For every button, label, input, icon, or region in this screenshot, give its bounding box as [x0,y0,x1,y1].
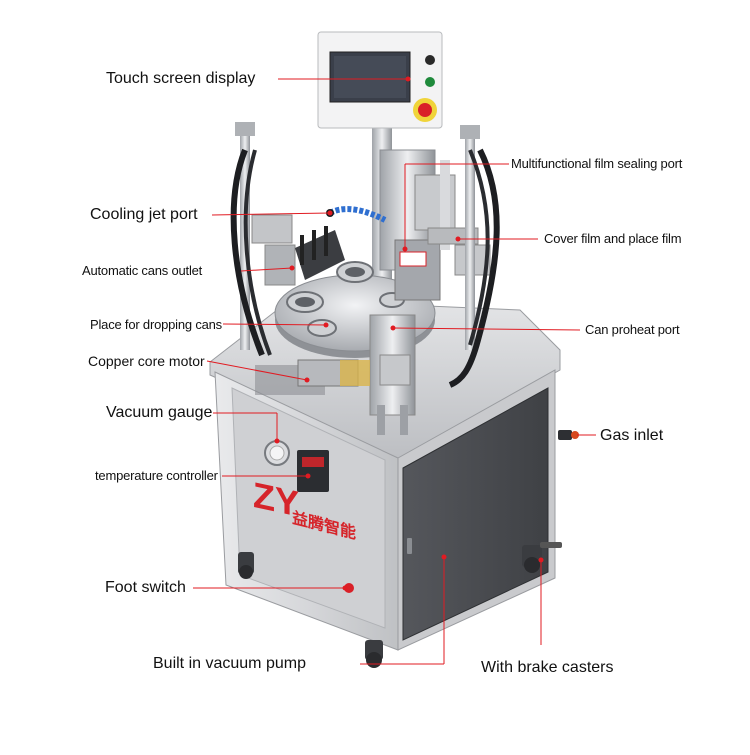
right-post [448,125,500,388]
cans-outlet-chute [295,226,345,280]
label-cooling-jet-port: Cooling jet port [90,206,198,223]
callout-line-can-preheat [392,327,581,331]
label-gas-inlet: Gas inlet [600,427,664,444]
label-vacuum-gauge: Vacuum gauge [106,404,213,421]
label-multifunctional-film-sealing-port: Multifunctional film sealing port [511,156,683,171]
callout-lines [193,78,596,665]
label-automatic-cans-outlet: Automatic cans outlet [82,263,203,278]
preheat-bracket [369,314,416,435]
brand-mark-zy: ZY [253,474,299,524]
label-touch-screen-display: Touch screen display [106,70,256,87]
left-post [230,122,296,357]
foot-switch-button [344,583,354,593]
label-built-in-vacuum-pump: Built in vacuum pump [153,655,306,672]
label-copper-core-motor: Copper core motor [88,353,205,369]
callout-dots [274,76,544,591]
label-place-for-dropping-cans: Place for dropping cans [90,317,222,332]
label-can-preheat-port: Can proheat port [585,322,680,337]
copper-core-motor [297,359,370,387]
callout-line-copper-motor [206,360,308,381]
label-cover-film-and-place-film: Cover film and place film [544,231,682,246]
callout-line-cans-outlet [240,267,293,272]
temperature-controller-unit [297,450,329,492]
gas-inlet-fitting [558,430,579,440]
callout-line-cooling-jet [211,212,331,216]
callout-line-dropping-cans [222,323,327,326]
label-foot-switch: Foot switch [105,579,186,596]
label-temperature-controller: temperature controller [95,468,218,483]
label-with-brake-casters: With brake casters [481,659,614,676]
